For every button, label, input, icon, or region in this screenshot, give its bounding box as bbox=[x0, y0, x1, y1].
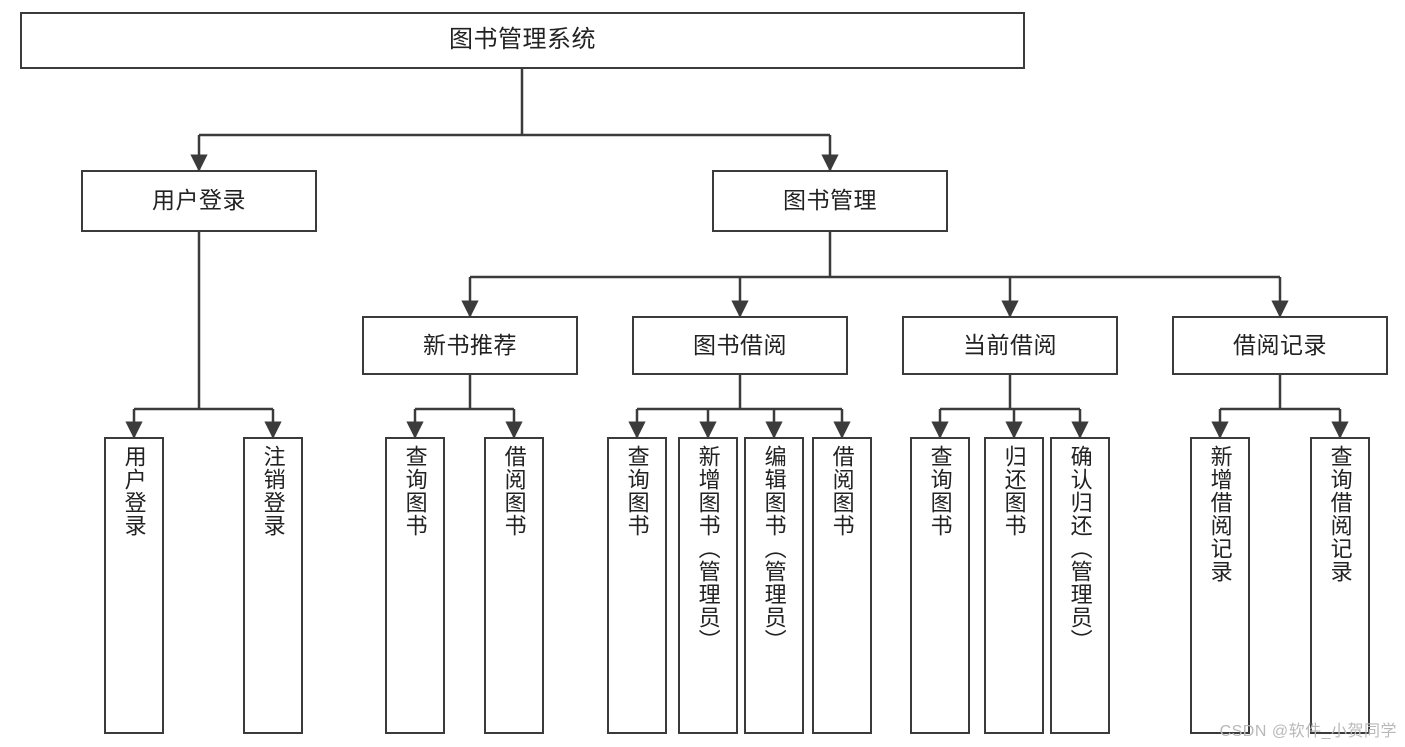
node-leaf-query-book-3[interactable]: 查询图书 bbox=[910, 437, 970, 734]
node-leaf-return-book[interactable]: 归还图书 bbox=[984, 437, 1044, 734]
node-leaf-query-book-2[interactable]: 查询图书 bbox=[607, 437, 667, 734]
node-leaf-add-book-label: 新增图书（管理员） bbox=[695, 445, 721, 652]
node-leaf-logout[interactable]: 注销登录 bbox=[243, 437, 303, 734]
node-user-login[interactable]: 用户登录 bbox=[81, 170, 317, 232]
node-user-login-label: 用户登录 bbox=[152, 187, 246, 214]
node-leaf-borrow-book-1[interactable]: 借阅图书 bbox=[484, 437, 544, 734]
node-borrow-record[interactable]: 借阅记录 bbox=[1172, 316, 1388, 375]
node-current-borrow[interactable]: 当前借阅 bbox=[902, 316, 1118, 375]
node-new-book-rec[interactable]: 新书推荐 bbox=[362, 316, 578, 375]
node-leaf-query-book-2-label: 查询图书 bbox=[624, 445, 650, 537]
node-leaf-borrow-book-1-label: 借阅图书 bbox=[501, 445, 527, 537]
node-leaf-query-record-label: 查询借阅记录 bbox=[1327, 445, 1353, 583]
node-leaf-borrow-book-2[interactable]: 借阅图书 bbox=[812, 437, 872, 734]
node-leaf-borrow-book-2-label: 借阅图书 bbox=[829, 445, 855, 537]
node-leaf-user-login[interactable]: 用户登录 bbox=[104, 437, 164, 734]
node-leaf-query-book-3-label: 查询图书 bbox=[927, 445, 953, 537]
node-book-manage[interactable]: 图书管理 bbox=[712, 170, 948, 232]
node-new-book-rec-label: 新书推荐 bbox=[423, 331, 517, 358]
node-leaf-query-book-1[interactable]: 查询图书 bbox=[385, 437, 445, 734]
node-leaf-query-book-1-label: 查询图书 bbox=[402, 445, 428, 537]
node-root[interactable]: 图书管理系统 bbox=[20, 12, 1025, 69]
node-root-label: 图书管理系统 bbox=[449, 26, 596, 54]
node-book-manage-label: 图书管理 bbox=[783, 187, 877, 214]
node-leaf-query-record[interactable]: 查询借阅记录 bbox=[1310, 437, 1370, 734]
node-book-borrow[interactable]: 图书借阅 bbox=[632, 316, 848, 375]
node-borrow-record-label: 借阅记录 bbox=[1233, 331, 1327, 358]
node-leaf-confirm-return[interactable]: 确认归还（管理员） bbox=[1050, 437, 1110, 734]
node-leaf-logout-label: 注销登录 bbox=[260, 445, 286, 537]
node-leaf-user-login-label: 用户登录 bbox=[121, 445, 147, 537]
node-leaf-add-book[interactable]: 新增图书（管理员） bbox=[678, 437, 738, 734]
node-leaf-edit-book[interactable]: 编辑图书（管理员） bbox=[744, 437, 804, 734]
node-leaf-add-record-label: 新增借阅记录 bbox=[1207, 445, 1233, 583]
node-book-borrow-label: 图书借阅 bbox=[693, 331, 787, 358]
node-leaf-edit-book-label: 编辑图书（管理员） bbox=[761, 445, 787, 652]
node-leaf-return-book-label: 归还图书 bbox=[1001, 445, 1027, 537]
node-leaf-add-record[interactable]: 新增借阅记录 bbox=[1190, 437, 1250, 734]
node-current-borrow-label: 当前借阅 bbox=[963, 331, 1057, 358]
node-leaf-confirm-return-label: 确认归还（管理员） bbox=[1067, 445, 1093, 652]
csdn-watermark: CSDN @软件_小贺同学 bbox=[1219, 723, 1397, 740]
